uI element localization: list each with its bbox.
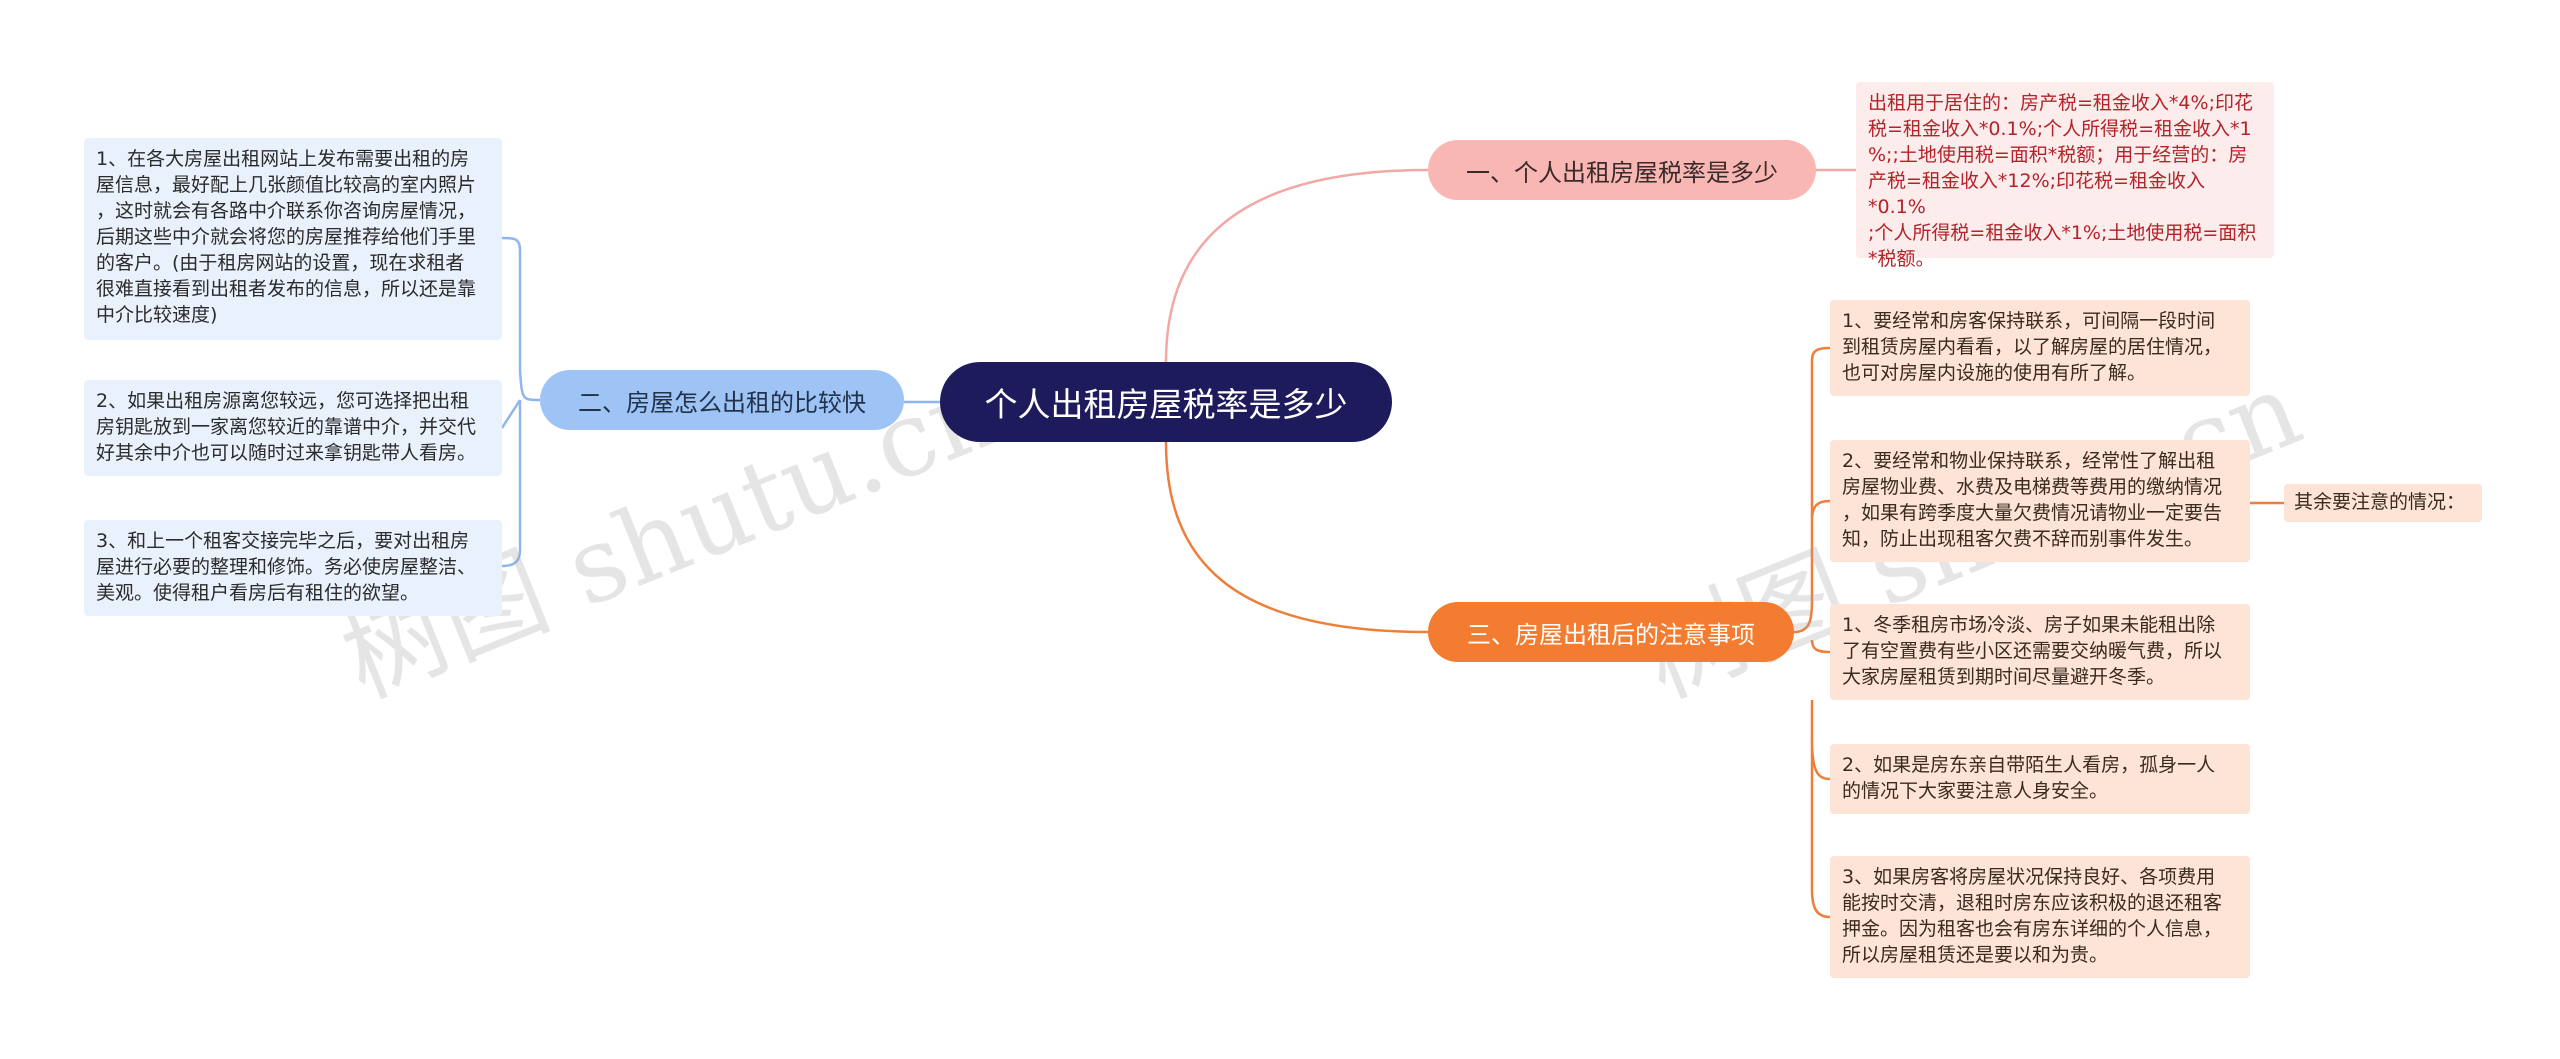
link-root-branch3 xyxy=(1164,441,1429,634)
leaf-other-notes[interactable]: 其余要注意的情况： xyxy=(2284,484,2482,522)
leaf-note-2[interactable]: 2、要经常和物业保持联系，经常性了解出租 房屋物业费、水费及电梯费等费用的缴纳情… xyxy=(1830,440,2250,562)
leaf-rent-fast-1[interactable]: 1、在各大房屋出租网站上发布需要出租的房 屋信息，最好配上几张颜值比较高的室内照… xyxy=(84,138,502,340)
leaf-note-3[interactable]: 1、冬季租房市场冷淡、房子如果未能租出除 了有空置费有些小区还需要交纳暖气费，所… xyxy=(1830,604,2250,700)
root-topic[interactable]: 个人出租房屋税率是多少 xyxy=(940,362,1392,442)
leaf-rent-fast-3[interactable]: 3、和上一个租客交接完毕之后，要对出租房 屋进行必要的整理和修饰。务必使房屋整洁… xyxy=(84,520,502,616)
leaf-tax-rates[interactable]: 出租用于居住的：房产税=租金收入*4%;印花 税=租金收入*0.1%;个人所得税… xyxy=(1856,82,2274,270)
branch-tax-rate[interactable]: 一、个人出租房屋税率是多少 xyxy=(1428,140,1816,200)
leaf-note-1[interactable]: 1、要经常和房客保持联系，可间隔一段时间 到租赁房屋内看看，以了解房屋的居住情况… xyxy=(1830,300,2250,396)
link-root-branch1 xyxy=(1164,168,1429,363)
leaf-note-5[interactable]: 3、如果房客将房屋状况保持良好、各项费用 能按时交清，退租时房东应该积极的退还租… xyxy=(1830,856,2250,978)
branch-rent-fast[interactable]: 二、房屋怎么出租的比较快 xyxy=(540,370,904,430)
link-branch2-bracket xyxy=(500,236,541,568)
link-branch3-bracket xyxy=(1793,346,1831,919)
leaf-note-4[interactable]: 2、如果是房东亲自带陌生人看房，孤身一人 的情况下大家要注意人身安全。 xyxy=(1830,744,2250,814)
branch-notes[interactable]: 三、房屋出租后的注意事项 xyxy=(1428,602,1794,662)
leaf-rent-fast-2[interactable]: 2、如果出租房源离您较远，您可选择把出租 房钥匙放到一家离您较近的靠谱中介，并交… xyxy=(84,380,502,476)
